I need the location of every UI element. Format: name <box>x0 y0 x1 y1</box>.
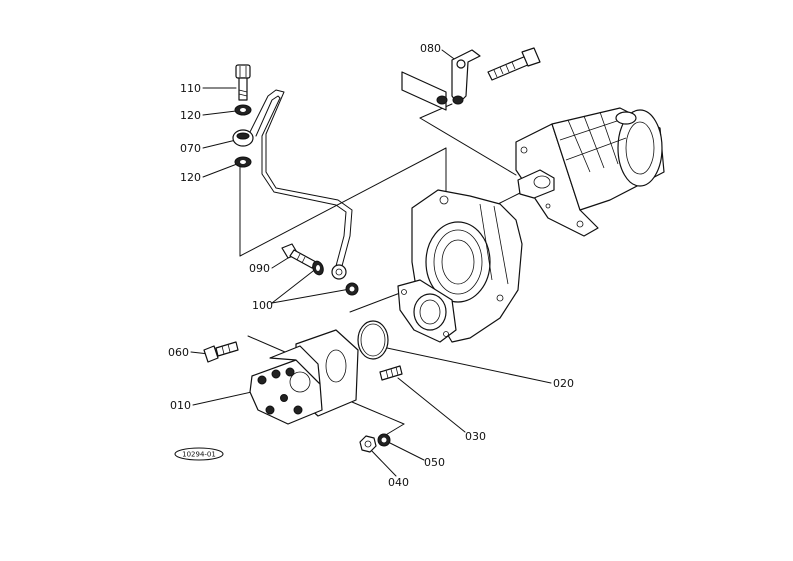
assembly-leader-lines <box>239 103 521 437</box>
oil-pipe[interactable] <box>249 89 353 280</box>
part-080-bolt[interactable] <box>487 47 541 81</box>
part-120-washer-lower[interactable] <box>234 156 252 168</box>
callout-label-120-lower: 120 <box>180 171 201 184</box>
transmission-housing[interactable] <box>397 189 523 343</box>
callout-040[interactable]: 040 <box>368 447 409 489</box>
callout-070[interactable]: 070 <box>180 139 237 155</box>
callout-label-070: 070 <box>180 142 201 155</box>
callout-120-lower[interactable]: 120 <box>180 163 238 184</box>
callout-label-010: 010 <box>170 399 191 412</box>
callout-label-090: 090 <box>249 262 270 275</box>
part-050-washer[interactable] <box>377 433 391 447</box>
callout-110[interactable]: 110 <box>180 82 237 95</box>
part-060-bolt[interactable] <box>203 341 239 363</box>
part-070-banjo-fitting[interactable] <box>232 129 254 147</box>
drawing-code-badge: 10294-01 <box>174 447 224 461</box>
callout-010[interactable]: 010 <box>170 390 257 412</box>
callout-label-120-upper: 120 <box>180 109 201 122</box>
part-030-stud[interactable] <box>379 365 403 381</box>
callout-label-110: 110 <box>180 82 201 95</box>
callout-label-100: 100 <box>252 299 273 312</box>
callout-label-030: 030 <box>465 430 486 443</box>
part-110-banjo-bolt[interactable] <box>235 64 251 101</box>
part-090-bolt[interactable] <box>281 243 317 269</box>
part-100-washer-a[interactable] <box>311 260 325 277</box>
part-120-washer-upper[interactable] <box>234 104 252 116</box>
part-020-o-ring[interactable] <box>357 320 389 360</box>
callout-120-upper[interactable]: 120 <box>180 109 237 122</box>
callout-090[interactable]: 090 <box>249 257 289 275</box>
hydraulic-motor[interactable] <box>515 107 665 237</box>
callout-label-040: 040 <box>388 476 409 489</box>
part-080-bracket[interactable] <box>401 49 481 111</box>
part-010-hydraulic-pump[interactable] <box>249 329 359 425</box>
callout-label-080: 080 <box>420 42 441 55</box>
part-100-washer-b[interactable] <box>345 282 359 296</box>
callout-030[interactable]: 030 <box>397 377 486 443</box>
callout-label-050: 050 <box>424 456 445 469</box>
drawing-code-text: 10294-01 <box>182 451 216 459</box>
callout-060[interactable]: 060 <box>168 346 210 359</box>
callout-label-060: 060 <box>168 346 189 359</box>
callout-020[interactable]: 020 <box>386 347 574 390</box>
callout-050[interactable]: 050 <box>385 440 445 469</box>
callout-100[interactable]: 100 <box>252 267 351 312</box>
part-040-nut[interactable] <box>359 435 377 453</box>
callout-label-020: 020 <box>553 377 574 390</box>
